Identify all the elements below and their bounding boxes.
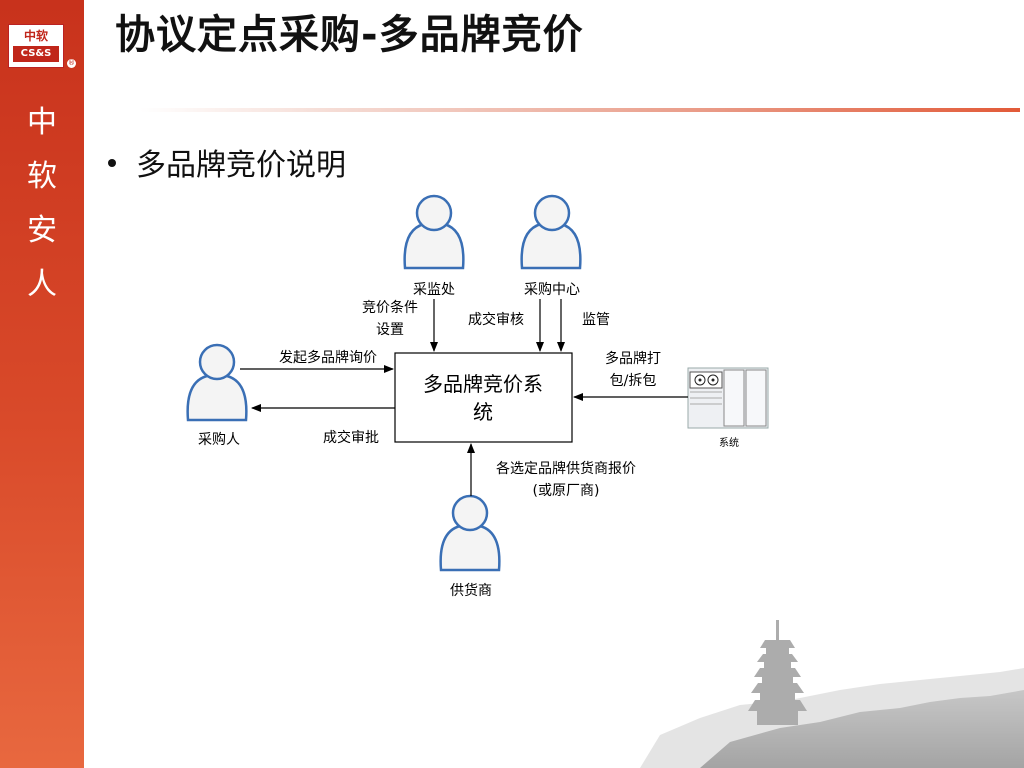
actor-label-external-system: 系统 [719, 436, 739, 449]
edge-label-supplier-quote-1: 各选定品牌供货商报价 [496, 460, 636, 477]
edge-label-deal-review: 成交审核 [468, 311, 524, 328]
edge-label-deal-approval: 成交审批 [323, 429, 379, 446]
pagoda-icon [748, 620, 807, 725]
person-icon-supervision [403, 194, 465, 270]
bullet-text: 多品牌竞价说明 [136, 148, 346, 183]
logo-text-top: 中软 [23, 29, 48, 43]
actor-label-procurement-center: 采购中心 [524, 282, 580, 298]
person-icon-purchaser [186, 343, 248, 422]
actor-label-purchaser: 采购人 [198, 432, 240, 448]
edge-label-pack-unpack-1: 多品牌打 [605, 350, 661, 367]
person-icon-supplier [439, 494, 501, 572]
actor-label-supplier: 供货商 [450, 582, 492, 599]
actor-label-supervision: 采监处 [413, 282, 455, 298]
vertical-slogan: 中 软 安 人 [22, 96, 62, 312]
edge-label-bid-conditions-1: 竞价条件 [362, 299, 418, 316]
person-icon-procurement-center [520, 194, 582, 270]
system-box-label-line2: 统 [473, 400, 493, 424]
title-divider [140, 108, 1020, 112]
edge-label-initiate-inquiry: 发起多品牌询价 [279, 349, 377, 366]
server-cabinet-icon [687, 367, 769, 429]
logo-text-bottom: CS&S [13, 46, 59, 62]
sidebar: 中软 CS&S ® 中 软 安 人 [0, 0, 84, 768]
pagoda-landscape-decoration [640, 620, 1024, 768]
slogan-char: 安 [27, 213, 57, 248]
edge-label-bid-conditions-2: 设置 [376, 322, 404, 338]
slide-title: 协议定点采购-多品牌竞价 [115, 12, 584, 58]
edge-label-supplier-quote-2: (或原厂商) [533, 483, 600, 499]
bullet-item: 多品牌竞价说明 [108, 140, 346, 184]
company-logo: 中软 CS&S [8, 24, 64, 68]
edge-label-pack-unpack-2: 包/拆包 [610, 373, 657, 389]
slogan-char: 中 [27, 105, 57, 140]
slogan-char: 人 [27, 267, 57, 302]
bullet-dot [108, 158, 116, 167]
system-box-label-line1: 多品牌竞价系 [423, 372, 543, 396]
registered-mark: ® [67, 59, 76, 68]
system-box [394, 352, 573, 443]
edge-label-supervise: 监管 [582, 312, 610, 328]
slogan-char: 软 [27, 159, 57, 194]
